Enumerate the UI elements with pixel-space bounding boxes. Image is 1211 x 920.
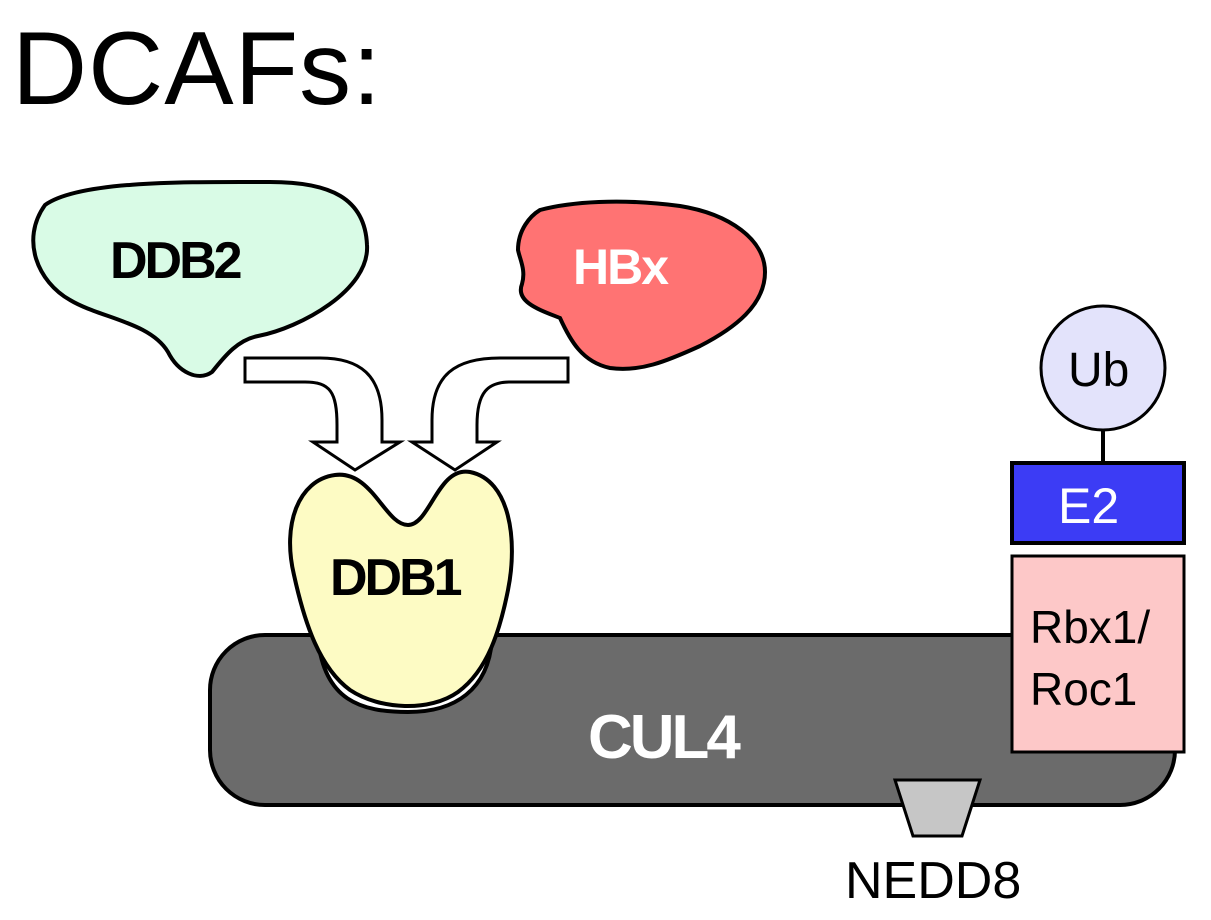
hbx-shape <box>515 199 768 371</box>
ddb1-node: DDB1 <box>288 469 514 715</box>
ddb2-label: DDB2 <box>110 232 241 290</box>
e2-shape <box>1010 461 1186 545</box>
ub-label: Ub <box>1068 344 1129 397</box>
ddb2-to-ddb1-arrow <box>243 356 406 472</box>
hbx-node: HBx <box>515 199 768 371</box>
ddb2-shape <box>31 179 370 378</box>
ub-node: Ub <box>1039 304 1167 432</box>
ddb2-node: DDB2 <box>31 179 370 378</box>
rbx1-shape <box>1010 554 1186 754</box>
ddb1-shape <box>288 469 514 709</box>
e2-node: E2 <box>1010 461 1186 545</box>
cul4-label: CUL4 <box>588 703 741 772</box>
e2-label: E2 <box>1058 478 1119 534</box>
rbx1-label-line2: Roc1 <box>1030 663 1137 715</box>
ddb1-label: DDB1 <box>330 549 462 607</box>
ub-shape <box>1039 304 1167 432</box>
diagram-title: DCAFs: <box>12 11 382 127</box>
nedd8-label: NEDD8 <box>845 852 1021 910</box>
rbx1-label-line1: Rbx1/ <box>1030 601 1150 653</box>
rbx1-node: Rbx1/ Roc1 <box>1010 554 1186 754</box>
hbx-to-ddb1-arrow <box>406 356 570 472</box>
nedd8-node: NEDD8 <box>845 778 1021 910</box>
nedd8-shape <box>892 778 983 838</box>
hbx-label: HBx <box>573 239 669 295</box>
